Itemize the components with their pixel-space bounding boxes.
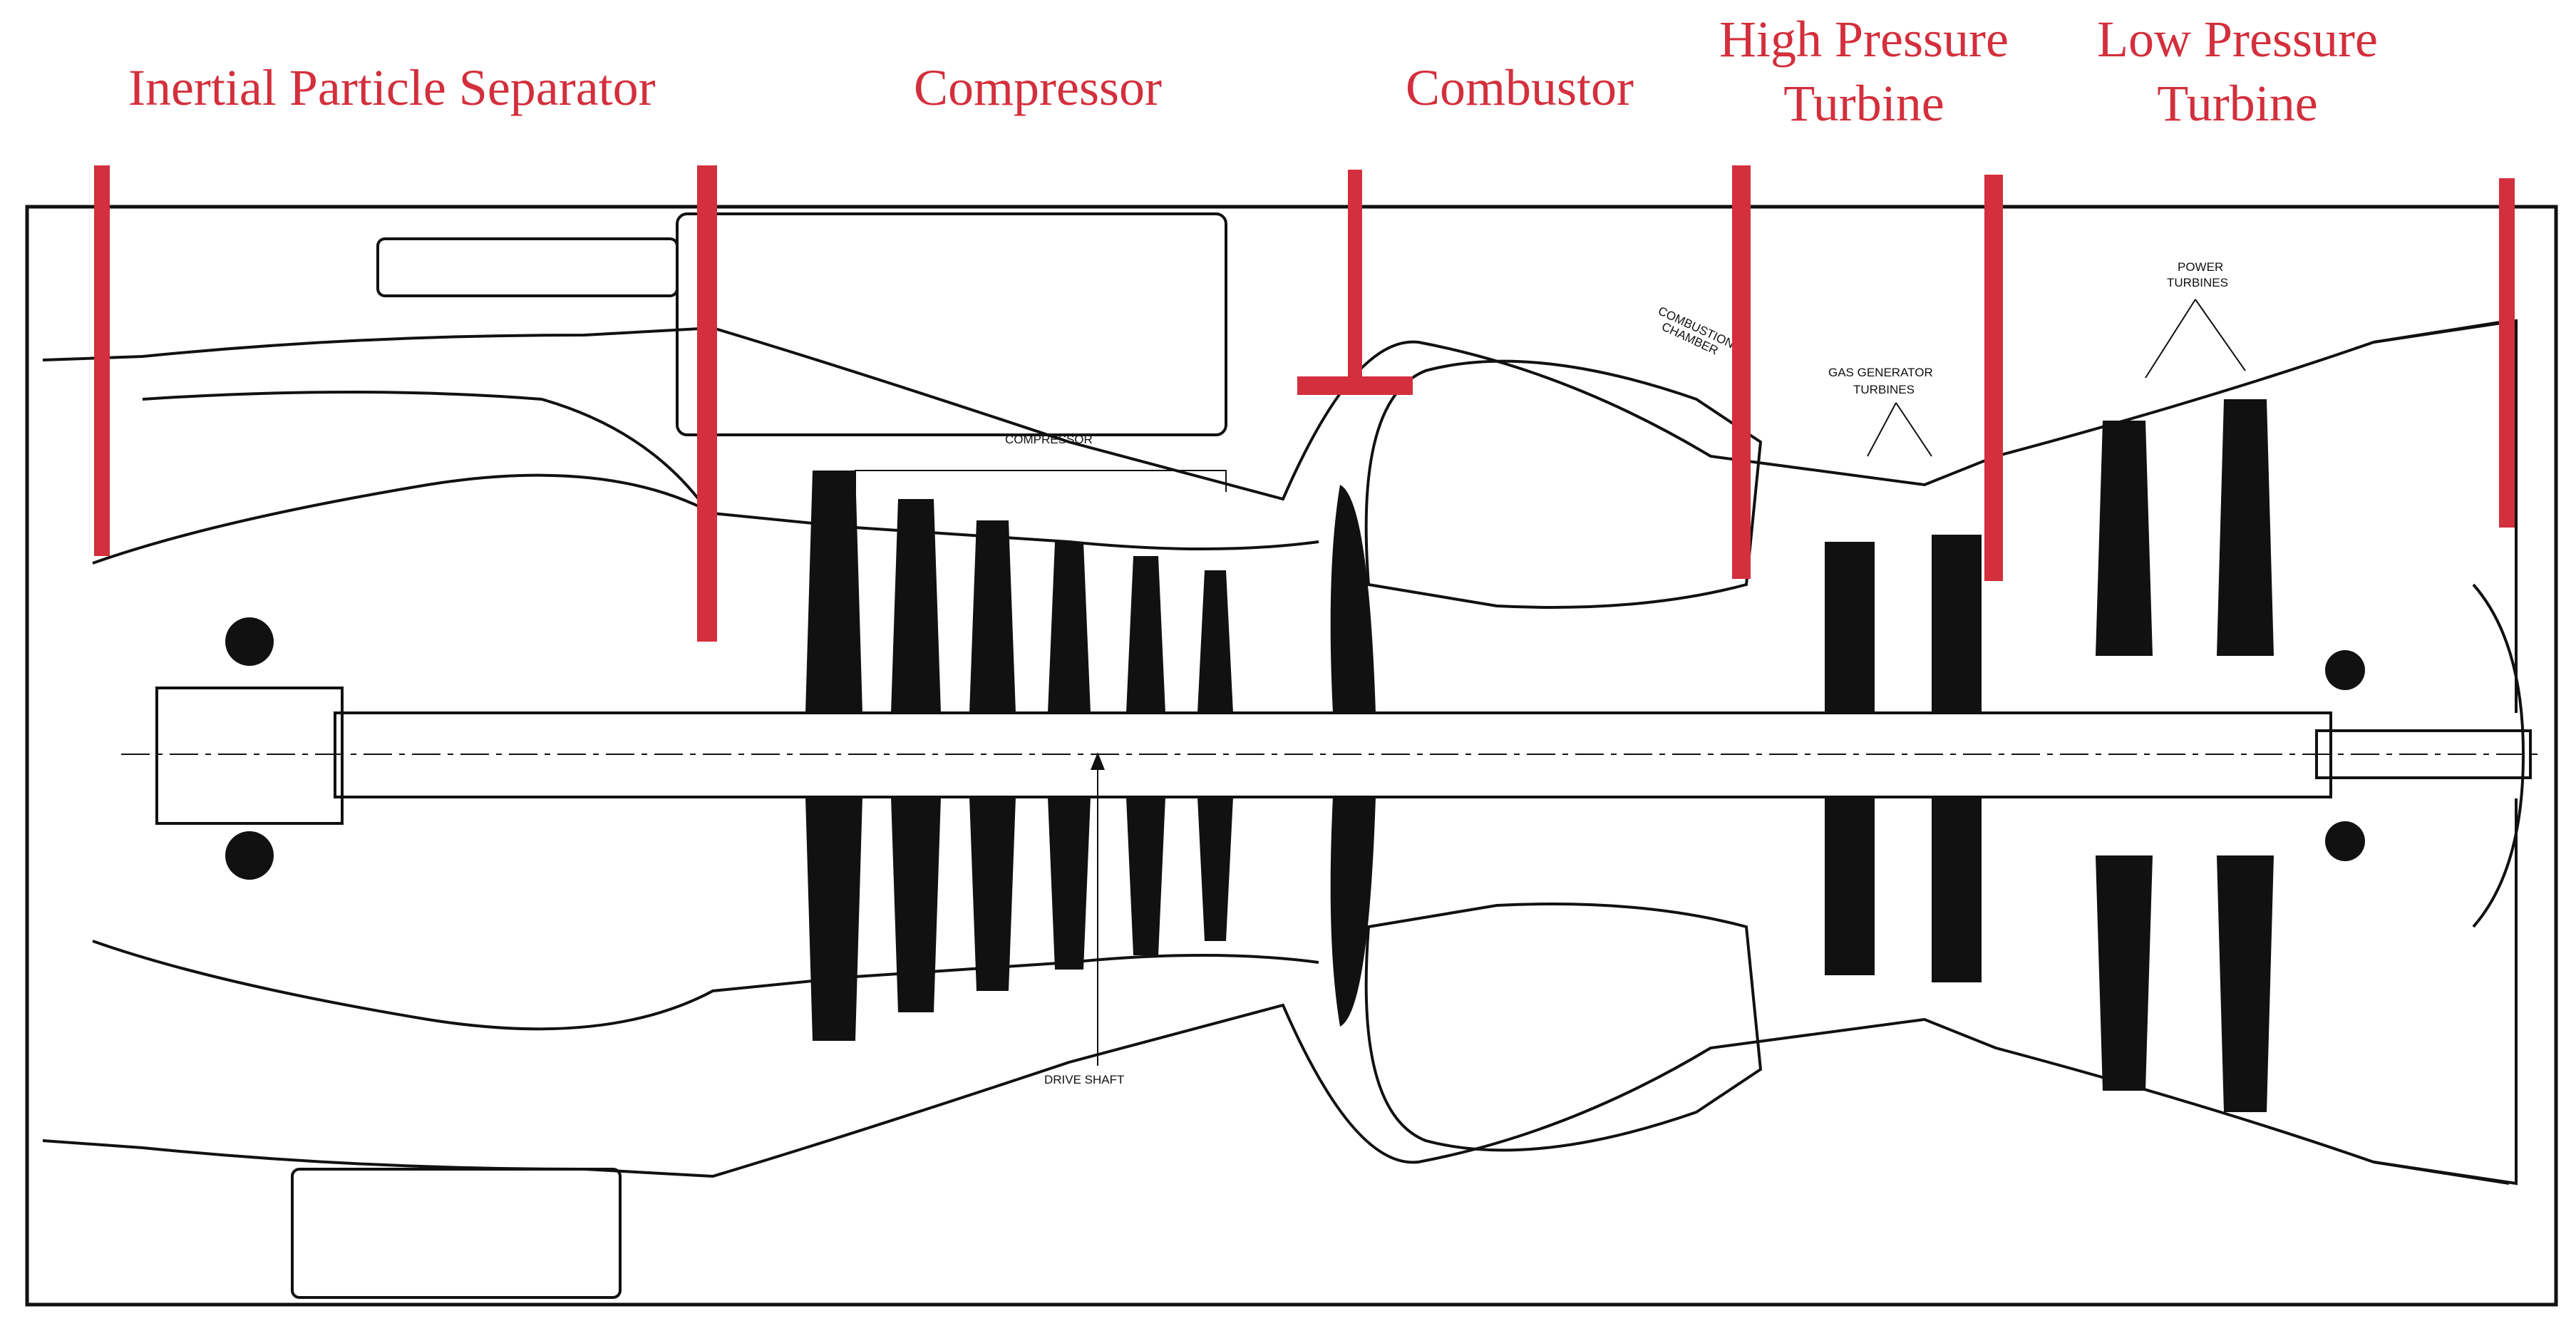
divider-3-cap	[1297, 376, 1413, 395]
label-high-pressure-turbine: High Pressure Turbine	[1719, 11, 2009, 132]
section-dividers	[94, 165, 2515, 642]
divider-4	[1732, 165, 1751, 579]
label-combustor: Combustor	[1406, 59, 1634, 116]
drawing-label-compressor: COMPRESSOR	[1005, 433, 1093, 446]
divider-3	[1348, 170, 1362, 384]
divider-1	[94, 165, 110, 556]
engine-outline	[42, 212, 2538, 1299]
label-low-pressure-turbine: Low Pressure Turbine	[2097, 11, 2378, 132]
drawing-label-gas-generator-1: GAS GENERATOR	[1828, 366, 1933, 379]
compressor-bracket	[855, 470, 1227, 492]
divider-6	[2499, 178, 2515, 528]
label-compressor: Compressor	[914, 59, 1162, 116]
drawing-frame	[25, 205, 2558, 1307]
drawing-label-power-turbines-2: TURBINES	[2167, 276, 2228, 289]
power-turbine-arrows	[2145, 299, 2246, 379]
drawing-label-drive-shaft: DRIVE SHAFT	[1044, 1073, 1124, 1086]
drive-shaft-arrowhead	[1091, 752, 1105, 770]
drawing-label-gas-generator-2: TURBINES	[1853, 383, 1915, 396]
label-inertial-particle-separator: Inertial Particle Separator	[128, 59, 656, 116]
drawing-label-power-turbines-1: POWER	[2178, 260, 2223, 274]
divider-5	[1984, 175, 2003, 581]
blade-rows	[225, 399, 2365, 1112]
divider-2	[697, 165, 717, 642]
gas-generator-arrows	[1867, 402, 1932, 457]
